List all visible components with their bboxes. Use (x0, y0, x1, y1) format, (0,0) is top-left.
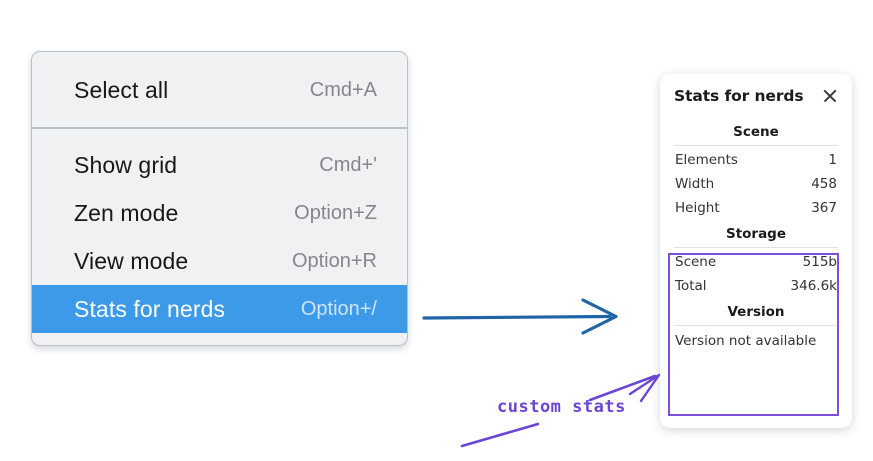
stats-for-nerds-panel[interactable]: Stats for nerds Scene Elements 1 Width 4… (660, 74, 852, 428)
menu-item-select-all[interactable]: Select all Cmd+A (32, 66, 407, 114)
menu-item-label: Zen mode (74, 199, 179, 226)
section-rule (674, 145, 838, 146)
blue-arrow-icon (422, 298, 618, 335)
menu-item-view-mode[interactable]: View mode Option+R (32, 237, 407, 285)
menu-item-label: View mode (74, 247, 189, 274)
stat-label: Elements (675, 152, 738, 168)
stat-value: 515b (802, 254, 837, 270)
stat-label: Total (675, 278, 707, 294)
stat-row-height: Height 367 (670, 196, 842, 220)
stat-row-storage-scene: Scene 515b (670, 250, 842, 274)
section-rule (674, 247, 838, 248)
menu-group-selection: Select all Cmd+A (32, 52, 407, 127)
section-title-storage: Storage (725, 226, 787, 242)
menu-group-view: Show grid Cmd+' Zen mode Option+Z View m… (32, 129, 407, 333)
custom-stats-callout-arrows (460, 373, 661, 448)
stat-value: 1 (828, 152, 837, 168)
menu-item-shortcut: Option+/ (300, 297, 377, 320)
menu-item-show-grid[interactable]: Show grid Cmd+' (32, 141, 407, 189)
menu-item-label: Show grid (74, 151, 178, 178)
menu-item-shortcut: Cmd+' (319, 153, 377, 176)
section-rule (674, 325, 838, 326)
stats-panel-title: Stats for nerds (674, 87, 804, 105)
menu-item-shortcut: Cmd+A (309, 78, 377, 101)
stat-label: Scene (675, 254, 717, 270)
stats-panel-header: Stats for nerds (670, 74, 842, 118)
stat-row-width: Width 458 (670, 172, 842, 196)
menu-item-shortcut: Option+R (291, 249, 377, 272)
menu-item-stats-for-nerds[interactable]: Stats for nerds Option+/ (32, 285, 407, 333)
menu-separator (32, 127, 407, 129)
version-not-available-text: Version not available (675, 333, 817, 349)
close-icon[interactable] (820, 86, 840, 106)
menu-item-label: Stats for nerds (74, 295, 226, 322)
menu-item-shortcut: Option+Z (294, 201, 377, 224)
stat-value: 367 (811, 200, 837, 216)
stat-row-elements: Elements 1 (670, 148, 842, 172)
callout-text: custom stats (497, 397, 626, 417)
stat-label: Height (675, 200, 720, 216)
menu-item-zen-mode[interactable]: Zen mode Option+Z (32, 189, 407, 237)
stat-row-storage-total: Total 346.6k (670, 274, 842, 298)
menu-item-label: Select all (74, 76, 169, 103)
context-menu[interactable]: Select all Cmd+A Show grid Cmd+' Zen mod… (31, 51, 408, 346)
section-title-version: Version (727, 304, 785, 320)
stat-value: 458 (811, 176, 837, 192)
section-title-scene: Scene (733, 124, 779, 140)
stat-value: 346.6k (790, 278, 837, 294)
stat-label: Width (675, 176, 715, 192)
